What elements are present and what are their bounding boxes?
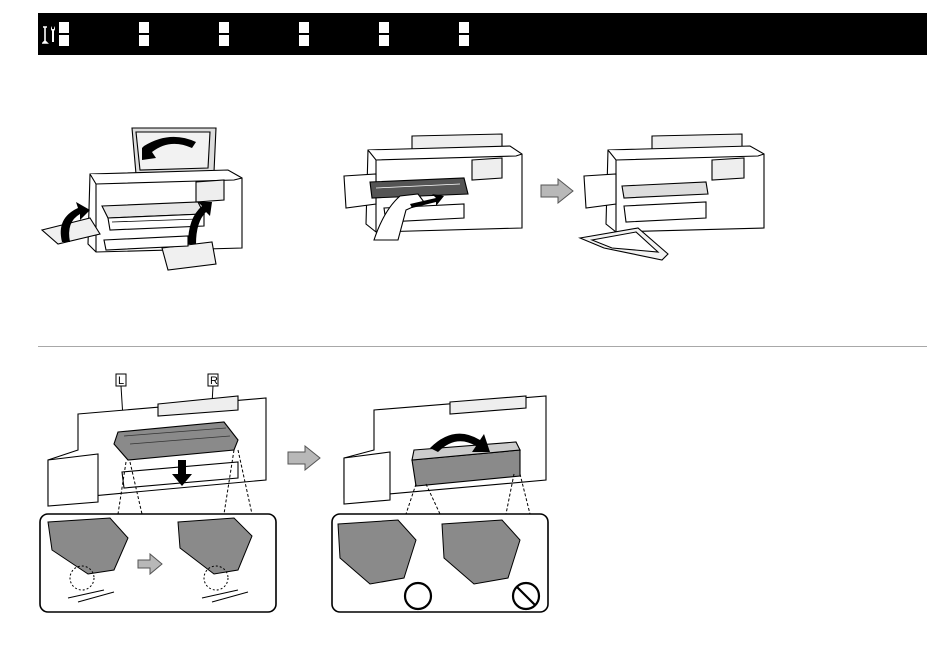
printer-tray-removed-illustration <box>578 132 774 266</box>
printer-open-covers-illustration <box>38 122 248 274</box>
tab-marker-1 <box>59 20 69 48</box>
printer-pull-tray-illustration <box>340 132 530 244</box>
tab-marker-5 <box>379 20 389 48</box>
tab-marker-4 <box>299 20 309 48</box>
tab-marker-2 <box>139 20 149 48</box>
section-divider <box>38 346 927 347</box>
close-part-illustration <box>330 388 550 614</box>
header-bar <box>38 13 927 55</box>
tab-marker-3 <box>219 20 229 48</box>
wrench-screwdriver-icon <box>42 21 58 47</box>
next-step-arrow-icon <box>287 445 321 471</box>
tab-marker-6 <box>459 20 469 48</box>
label-left: L <box>118 375 124 387</box>
label-right: R <box>210 375 218 387</box>
next-step-arrow-icon <box>540 178 574 204</box>
install-part-illustration: L R <box>38 370 278 614</box>
